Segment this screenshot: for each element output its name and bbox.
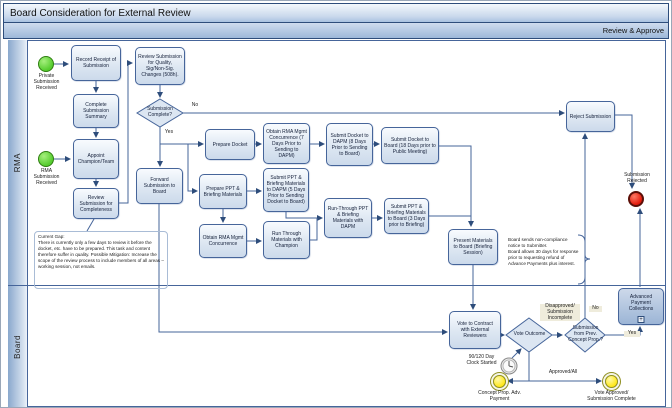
task-obtain-rma-concurrence[interactable]: Obtain RMA Mgmt Concurrence bbox=[199, 224, 247, 258]
event-vote-approved-label: Vote Approved/ Submission Complete bbox=[587, 390, 636, 402]
lane-rma-label: RMA bbox=[13, 153, 22, 173]
lane-board: Board bbox=[8, 286, 28, 407]
task-review-quality[interactable]: Review Submission for Quality, Sig/Non-S… bbox=[135, 47, 185, 85]
annotation-board-notice: Board sends non-compliance notice to Sub… bbox=[508, 237, 579, 266]
start-event-rma-submission[interactable] bbox=[38, 151, 54, 167]
end-event-rejected-label: Submission Rejected bbox=[624, 172, 650, 184]
phase-label: Review & Approve bbox=[602, 26, 664, 35]
task-complete-summary[interactable]: Complete Submission Summary bbox=[73, 94, 119, 128]
event-concept-prop-adv-payment[interactable] bbox=[493, 375, 506, 388]
task-present-materials[interactable]: Present Materials to Board (Briefing Ses… bbox=[448, 229, 498, 265]
task-reject-submission[interactable]: Reject Submission bbox=[566, 101, 615, 132]
edge-label-no-prev: No bbox=[589, 305, 602, 312]
task-prepare-ppt[interactable]: Prepare PPT & Briefing Materials bbox=[199, 174, 247, 209]
lane-board-label: Board bbox=[13, 334, 22, 359]
start-event-rma-label: RMA Submission Received bbox=[33, 168, 60, 186]
edge-label-yes-prev: Yes bbox=[624, 330, 640, 337]
task-forward-submission[interactable]: Forward Submission to Board bbox=[136, 168, 183, 204]
task-record-receipt[interactable]: Record Receipt of Submission bbox=[71, 45, 121, 81]
start-event-private-submission[interactable] bbox=[38, 56, 54, 72]
diagram-title: Board Consideration for External Review bbox=[10, 7, 191, 19]
task-appoint-champion[interactable]: Appoint Champion/Team bbox=[73, 139, 119, 179]
subprocess-advanced-payment[interactable]: Advanced Payment Collections + bbox=[618, 288, 664, 325]
task-prepare-docket[interactable]: Prepare Docket bbox=[205, 129, 255, 160]
phase-band: Review & Approve bbox=[3, 22, 669, 39]
lane-rma: RMA bbox=[8, 40, 28, 286]
annotation-current-gap: Current Gap: There is currently only a f… bbox=[34, 231, 168, 289]
diagram-title-bar: Board Consideration for External Review bbox=[3, 3, 669, 23]
task-submit-ppt-dapm[interactable]: Submit PPT & Briefing Materials to DAPM … bbox=[263, 168, 309, 212]
subprocess-advanced-payment-label: Advanced Payment Collections bbox=[628, 294, 654, 312]
task-obtain-rma-concurrence-7[interactable]: Obtain RMA Mgmt Concurrence (7 Days Prio… bbox=[263, 123, 310, 164]
expand-subprocess-icon[interactable]: + bbox=[637, 316, 645, 323]
task-submit-docket-board[interactable]: Submit Docket to Board (18 Days prior to… bbox=[381, 127, 439, 164]
edge-label-approved: Approved/All bbox=[548, 369, 578, 375]
task-vote-to-contract[interactable]: Vote to Contract with External Reviewers bbox=[449, 311, 501, 349]
event-concept-prop-label: Concept Prop. Adv. Payment bbox=[478, 390, 521, 402]
end-event-submission-rejected[interactable] bbox=[628, 191, 644, 207]
edge-label-yes: Yes bbox=[164, 129, 174, 135]
edge-label-disapproved: Disapproved/ Submission Incomplete bbox=[540, 303, 580, 322]
event-vote-approved[interactable] bbox=[605, 375, 618, 388]
task-submit-ppt-board[interactable]: Submit PPT & Briefing Materials to Board… bbox=[384, 198, 429, 234]
start-event-private-label: Private Submission Received bbox=[33, 73, 60, 91]
task-submit-docket-dapm[interactable]: Submit Docket to DAPM (8 Days Prior to S… bbox=[326, 123, 373, 166]
task-review-completeness[interactable]: Review Submission for Completeness bbox=[73, 188, 119, 219]
task-run-through-champion[interactable]: Run Through Materials with Champion bbox=[263, 221, 310, 259]
task-run-through-dapm[interactable]: Run-Through PPT & Briefing Materials wit… bbox=[324, 198, 372, 238]
timer-event-label: 90/120 Day Clock Started bbox=[466, 354, 497, 366]
edge-label-no: No bbox=[191, 102, 199, 108]
